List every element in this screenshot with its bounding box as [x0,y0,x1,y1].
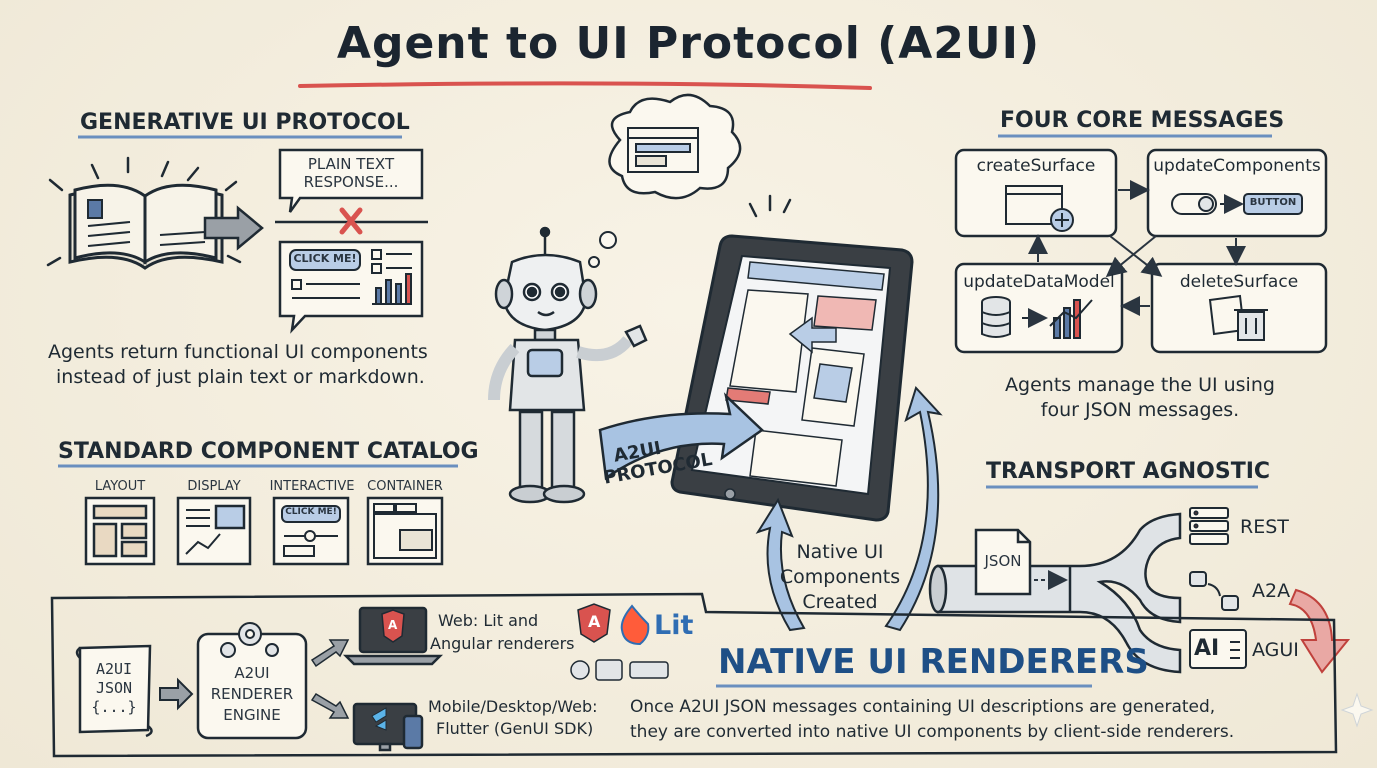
msg-delete-surface: deleteSurface [1179,272,1299,292]
catalog-label-layout: LAYOUT [94,479,146,494]
update-components-icon [1171,193,1303,215]
laptop-icon [342,606,444,666]
thought-dot-1 [599,231,617,249]
catalog-interactive-icon [272,496,350,566]
endpoint-rest: REST [1240,516,1289,538]
catalog-display-icon [176,496,252,566]
lit-flame-icon [620,604,650,646]
laptop-angular-glyph: A [388,618,398,632]
angular-logo-glyph: A [588,612,601,631]
plain-text-bubble [278,148,424,213]
red-x-icon [339,207,363,235]
core-message-arrows [1028,180,1246,316]
catalog-header: STANDARD COMPONENT CATALOG [58,439,479,464]
catalog-click-me-label: CLICK ME! [285,507,337,517]
angular-logo-icon [577,603,611,643]
ai-label: AI [1194,636,1220,661]
click-me-chip [289,249,361,271]
tablet-sparkles [748,194,792,218]
json-document-icon [974,528,1032,596]
transport-pipe [928,512,1182,674]
native-created-line1: Native UI [796,541,884,563]
rest-server-icon [1189,507,1229,545]
engine-to-mobile-arrow [310,692,350,719]
transport-header: TRANSPORT AGNOSTIC [986,459,1271,484]
msg-create-surface: createSurface [976,156,1096,176]
desktop-icon [352,702,424,752]
title-underline [298,81,872,90]
web-renderers-line2: Angular renderers [430,634,575,653]
json-scroll-line2: JSON [95,679,133,697]
scroll-to-engine-arrow [159,677,194,711]
catalog-container-icon [366,496,444,566]
msg-update-components: updateComponents [1153,156,1321,176]
agui-ai-icon [1189,629,1247,669]
renderers-panel [50,592,1338,758]
engine-to-web-arrow [310,639,350,668]
core-caption-line1: Agents manage the UI using [1005,374,1275,396]
catalog-label-interactive: INTERACTIVE [269,479,355,494]
engine-line1: A2UI [234,664,270,682]
lit-logo-label: Lit [654,610,694,641]
generative-caption-line1: Agents return functional UI components [48,341,428,363]
core-message-boxes [954,148,1328,354]
catalog-label-display: DISPLAY [187,479,241,494]
renderers-caption-line1: Once A2UI JSON messages containing UI de… [630,697,1216,717]
catalog-layout-icon [84,496,156,566]
engine-line3: ENGINE [223,706,281,724]
book-icon [68,183,224,270]
endpoint-agui: AGUI [1252,639,1299,661]
native-up-arrow-left [755,497,806,632]
generative-arrow [203,205,264,251]
mini-renderer-icons [570,659,669,681]
plain-text-bubble-label: PLAIN TEXT RESPONSE... [303,155,399,191]
native-created-line3: Created [802,591,878,613]
web-renderers-line1: Web: Lit and [438,611,539,630]
tablet-illustration [670,234,914,522]
button-chip-label: BUTTON [1249,197,1297,208]
generative-header: GENERATIVE UI PROTOCOL [80,110,410,135]
delete-surface-icon [1208,294,1268,341]
book-sparkles [46,156,242,267]
ui-bubble-widgets [291,249,412,305]
core-caption-line2: four JSON messages. [1040,399,1240,421]
engine-line2: RENDERER [210,685,294,703]
native-created-line2: Components [779,566,901,588]
json-scroll-icon [75,644,153,738]
update-data-model-icon [981,296,1093,339]
page-title: Agent to UI Protocol (A2UI) [336,18,1041,69]
robot-illustration [488,226,648,504]
renderers-header: NATIVE UI RENDERERS [718,642,1149,682]
generative-caption-line2: instead of just plain text or markdown. [56,366,425,388]
cloud-window-icon [627,127,699,173]
json-scroll-line1: A2UI [95,660,133,678]
corner-sparkle-icon [1340,692,1374,728]
renderers-caption-line2: they are converted into native UI compon… [630,722,1235,742]
mobile-renderers-line2: Flutter (GenUI SDK) [436,719,594,738]
create-surface-icon [1005,185,1074,232]
a2a-robots-icon [1189,571,1239,611]
endpoint-a2a: A2A [1252,580,1291,602]
core-messages-header: FOUR CORE MESSAGES [1000,108,1285,133]
mobile-renderers-line1: Mobile/Desktop/Web: [428,697,598,716]
native-up-arrow-right [884,386,943,632]
click-me-label: CLICK ME! [293,252,357,265]
a2ui-protocol-arrow [598,392,764,481]
msg-update-data-model: updateDataModel [963,272,1115,292]
json-scroll-line3: {...} [91,698,137,716]
gears-icon [220,622,279,658]
catalog-label-container: CONTAINER [367,479,443,494]
thought-dot-2 [588,256,600,268]
json-doc-label: JSON [984,552,1022,570]
